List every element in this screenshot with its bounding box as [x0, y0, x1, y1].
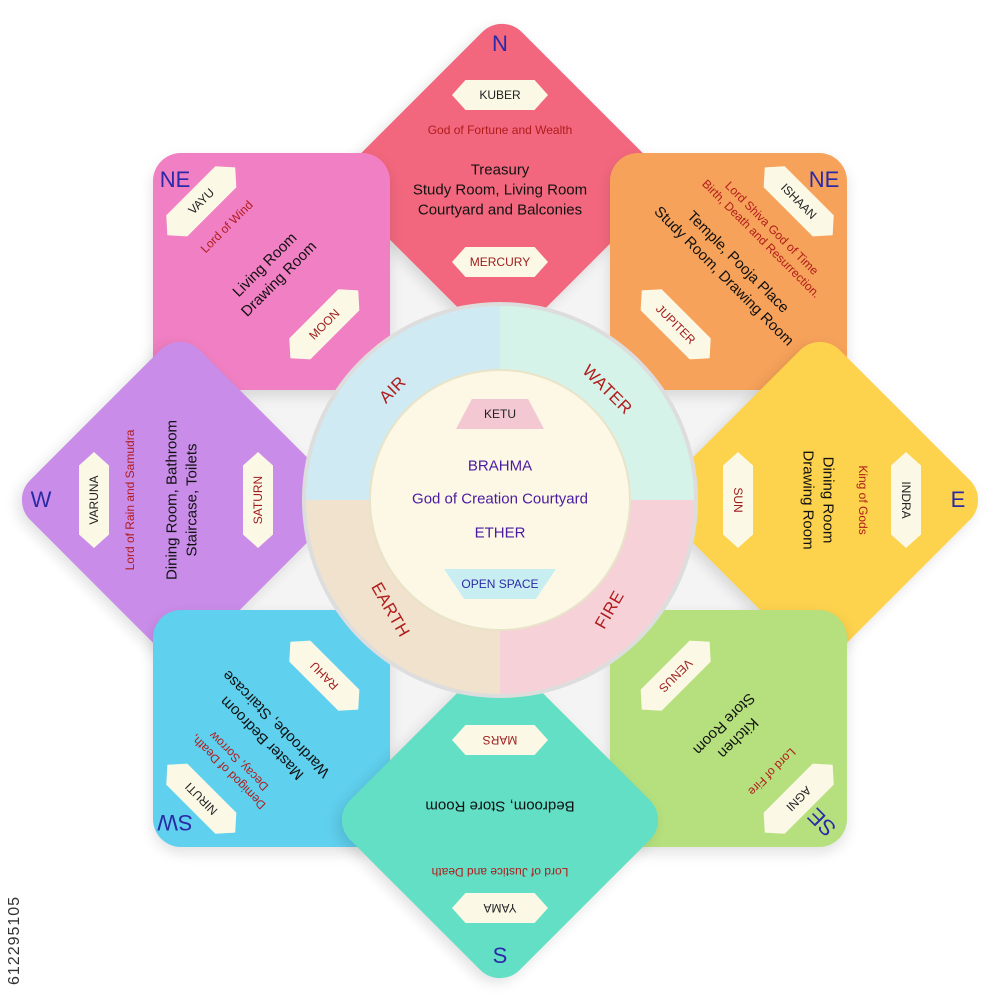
planet-badge-west: SATURN — [243, 452, 273, 548]
center-brahma-desc: God of Creation Courtyard — [412, 490, 588, 508]
direction-northeast-left: NE — [159, 167, 191, 192]
rooms-north-2: Study Room, Living Room — [412, 181, 588, 199]
deity-desc-north: God of Fortune and Wealth — [427, 123, 573, 137]
rooms-west-1: Dining Room, Bathroom — [163, 419, 181, 581]
deity-desc-west: Lord of Rain and Samudra — [123, 429, 137, 571]
deity-badge-east: INDRA — [891, 452, 921, 548]
deity-desc-south: Lord of Justice and Death — [431, 865, 569, 879]
badge-ketu: KETU — [456, 399, 544, 429]
badge-open-space: OPEN SPACE — [444, 569, 556, 599]
center-ether: ETHER — [474, 524, 526, 542]
center-brahma: BRAHMA — [467, 457, 533, 475]
planet-badge-south: MARS — [452, 725, 548, 755]
rooms-east-1: Dining Room — [819, 456, 837, 544]
direction-northeast-right: NE — [808, 167, 840, 192]
deity-badge-north: KUBER — [452, 80, 548, 110]
direction-east: E — [950, 487, 966, 512]
direction-north: N — [492, 31, 508, 56]
planet-badge-east: SUN — [723, 452, 753, 548]
stock-id: 612295105 — [6, 895, 23, 985]
element-wheel — [302, 302, 698, 698]
direction-south: S — [492, 943, 508, 968]
planet-badge-north: MERCURY — [452, 247, 548, 277]
center-disc — [369, 369, 631, 631]
deity-badge-west: VARUNA — [79, 452, 109, 548]
rooms-north-3: Courtyard and Balconies — [417, 201, 583, 219]
deity-badge-south: YAMA — [452, 893, 548, 923]
rooms-north-1: Treasury — [470, 161, 530, 179]
direction-west: W — [30, 487, 52, 512]
rooms-east-2: Drawing Room — [799, 450, 817, 550]
direction-southwest: SW — [157, 810, 193, 835]
deity-desc-east: King of Gods — [856, 465, 870, 535]
rooms-west-2: Staircase, Toilets — [183, 443, 201, 557]
rooms-south-1: Bedroom, Store Room — [425, 797, 575, 815]
